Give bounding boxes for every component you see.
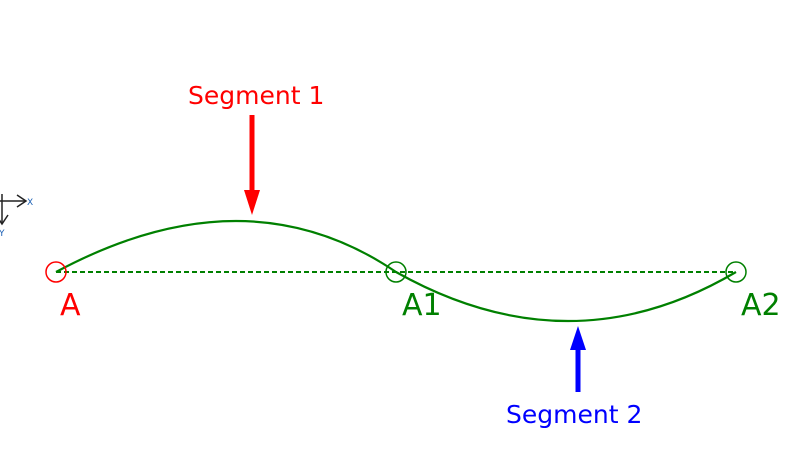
point-a-marker[interactable] — [45, 261, 67, 283]
segment-1-curve — [55, 219, 397, 273]
point-a1-marker[interactable] — [385, 261, 407, 283]
point-a-label: A — [60, 288, 81, 323]
x-axis-label: X — [27, 198, 33, 208]
segment-2-label: Segment 2 — [506, 400, 642, 429]
y-axis-label: Y — [0, 229, 5, 239]
axis-indicator: X Y — [0, 194, 33, 239]
segment-2-arrow — [570, 326, 586, 392]
segment-2-curve — [395, 271, 737, 323]
point-a2-marker[interactable] — [725, 261, 747, 283]
point-a2-label: A2 — [741, 288, 781, 323]
point-a1-label: A1 — [402, 288, 442, 323]
segment-1-arrow — [244, 115, 260, 215]
segment-1-label: Segment 1 — [188, 81, 324, 110]
